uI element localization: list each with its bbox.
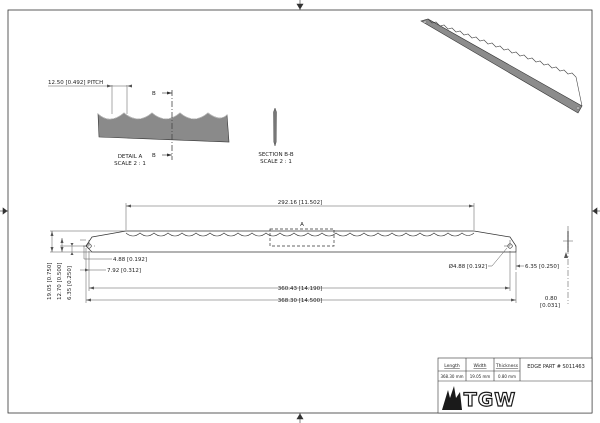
section-bb-title: SECTION B-B — [258, 152, 294, 158]
isometric-blade-view — [420, 18, 583, 114]
dim-height-low: 6.35 [0.250] — [67, 266, 73, 300]
section-bb-scale: SCALE 2 : 1 — [260, 159, 292, 165]
dim-overall-length: 368.30 [14.500] — [278, 298, 323, 304]
dim-hole-diameter: Ø4.88 [0.192] — [449, 263, 487, 270]
logo-text: TGW — [464, 389, 517, 411]
part-number: EDGE PART # S011463 — [527, 364, 585, 370]
dim-hole-center-distance: 360.43 [14.190] — [278, 286, 323, 292]
section-bb-view: SECTION B-B SCALE 2 : 1 — [258, 107, 294, 165]
dim-right-hole-offset: 6.35 [0.250] — [525, 264, 559, 270]
title-block-width-value: 19.05 mm — [470, 374, 491, 379]
dim-thickness-mm: 0.80 — [545, 296, 558, 302]
dim-height-mid: 12.70 [0.500] — [57, 262, 63, 300]
title-block-thickness-value: 0.80 mm — [498, 374, 516, 379]
section-cut-label-bottom: B — [152, 153, 156, 159]
detail-a-pitch-label: 12.50 [0.492] PITCH — [48, 80, 103, 86]
dim-thickness-in: [0.031] — [540, 303, 560, 309]
dim-serrated-length: 292.16 [11.502] — [278, 200, 323, 206]
detail-a-scale: SCALE 2 : 1 — [114, 161, 146, 167]
edge-thickness-view: 0.80 [0.031] — [540, 226, 573, 309]
detail-a-marker-label: A — [300, 222, 304, 228]
dim-hole-offset-x: 7.92 [0.312] — [107, 268, 141, 274]
blade-outline — [85, 230, 517, 253]
tgw-logo: TGW — [440, 384, 518, 412]
title-block-length-header: Length — [444, 363, 460, 369]
tgw-logo-mark-icon — [442, 386, 462, 410]
sheet-border — [7, 9, 593, 414]
dim-hole-offset-y: 4.88 [0.192] — [113, 257, 147, 263]
section-cut-label-top: B — [152, 91, 156, 97]
title-block-width-header: Width — [473, 363, 486, 369]
detail-a-view: 12.50 [0.492] PITCH B B DETAIL A SCALE 2… — [48, 80, 230, 167]
dim-height-total: 19.05 [0.750] — [47, 262, 53, 300]
main-blade-view: A 292.16 [11.502] 19.05 [0.750] 12.70 [0… — [47, 200, 559, 304]
title-block-thickness-header: Thickness — [495, 363, 519, 369]
title-block-length-value: 368.30 mm — [440, 374, 463, 379]
blade-serrations — [125, 232, 475, 237]
detail-a-title: DETAIL A — [118, 154, 143, 160]
title-block: Length Width Thickness 368.30 mm 19.05 m… — [437, 357, 593, 414]
detail-a-marker-box — [269, 228, 335, 247]
